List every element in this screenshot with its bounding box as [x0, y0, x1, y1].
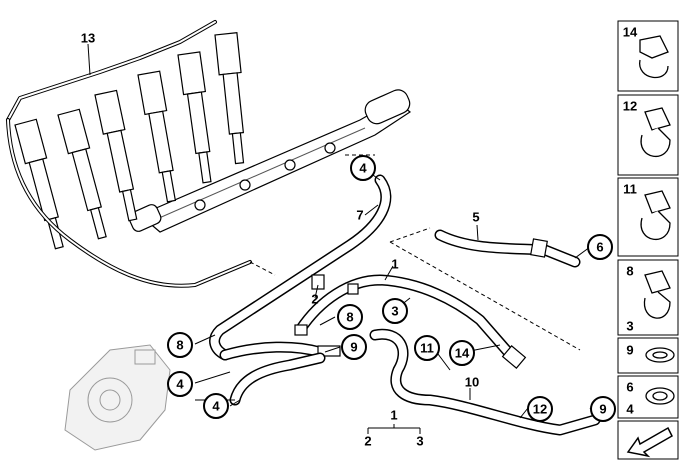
svg-text:8: 8 [346, 310, 353, 325]
callout-12[interactable]: 12 [527, 396, 553, 422]
assembly-child-b-label: 3 [416, 434, 423, 449]
hose-clip-icon [640, 107, 671, 157]
reference-line [389, 227, 431, 243]
callout-2[interactable]: 2 [311, 292, 318, 307]
feed-line-1 [294, 274, 527, 369]
hose-4 [229, 352, 326, 406]
callout-4-bottom[interactable]: 4 [203, 393, 229, 419]
svg-text:14: 14 [455, 346, 470, 361]
injectors [14, 32, 245, 250]
callout-10[interactable]: 10 [465, 375, 479, 390]
callout-13[interactable]: 13 [81, 31, 95, 46]
svg-text:8: 8 [176, 338, 183, 353]
callout-8-mid[interactable]: 8 [337, 304, 363, 330]
callout-7[interactable]: 7 [356, 208, 363, 223]
connectors [294, 274, 359, 336]
callout-4-mid[interactable]: 4 [167, 371, 193, 397]
spring-clamp-icon [645, 387, 675, 405]
svg-text:9: 9 [626, 343, 633, 358]
svg-text:8: 8 [626, 264, 633, 279]
sidebar-item-12[interactable]: 12 [617, 94, 679, 176]
hose-5 [434, 229, 581, 268]
reference-line [389, 241, 581, 351]
injector [137, 70, 177, 203]
callout-6[interactable]: 6 [587, 234, 613, 260]
assembly-child-a-label: 2 [364, 434, 371, 449]
callout-8-left[interactable]: 8 [167, 332, 193, 358]
hose-7 [209, 174, 392, 361]
callout-11[interactable]: 11 [414, 335, 440, 361]
injector [214, 32, 245, 165]
hose-10 [369, 328, 601, 436]
hose-clip-icon [643, 270, 671, 319]
callout-5[interactable]: 5 [472, 210, 479, 225]
svg-text:4: 4 [626, 402, 634, 417]
sidebar: 14 12 11 8 3 [617, 20, 679, 460]
hose-clip-icon [640, 190, 671, 240]
high-pressure-pump [64, 344, 171, 451]
svg-text:4: 4 [212, 399, 220, 414]
sidebar-item-8-3[interactable]: 8 3 [617, 259, 679, 336]
injector [94, 89, 138, 222]
sidebar-item-11[interactable]: 11 [617, 177, 679, 257]
callout-9-mid[interactable]: 9 [341, 334, 367, 360]
assembly-parent-label: 1 [390, 408, 397, 423]
assembly-bracket: 1 2 3 [364, 408, 423, 449]
svg-text:3: 3 [626, 319, 633, 334]
callout-14[interactable]: 14 [449, 340, 475, 366]
svg-text:4: 4 [359, 161, 367, 176]
nav-arrow-button[interactable] [617, 420, 679, 460]
svg-text:3: 3 [391, 304, 398, 319]
svg-text:12: 12 [533, 402, 547, 417]
svg-text:9: 9 [599, 402, 606, 417]
svg-text:12: 12 [623, 99, 637, 114]
svg-text:14: 14 [623, 25, 638, 40]
arrow-icon [626, 426, 673, 458]
callout-1[interactable]: 1 [391, 257, 398, 272]
hose-clip-icon [639, 35, 669, 79]
callout-9-right[interactable]: 9 [590, 396, 616, 422]
svg-text:11: 11 [623, 182, 637, 197]
svg-text:9: 9 [350, 340, 357, 355]
injector [177, 51, 212, 184]
fuel-rail [128, 89, 412, 233]
sidebar-item-9[interactable]: 9 [617, 337, 679, 374]
injector [57, 108, 107, 240]
svg-text:11: 11 [420, 341, 434, 356]
callout-3[interactable]: 3 [382, 298, 408, 324]
sidebar-item-14[interactable]: 14 [617, 20, 679, 92]
reference-line [249, 261, 276, 276]
leak-off-line [6, 20, 252, 288]
sidebar-item-6-4[interactable]: 6 4 [617, 375, 679, 419]
svg-text:6: 6 [596, 240, 603, 255]
svg-text:4: 4 [176, 377, 184, 392]
svg-text:6: 6 [626, 380, 633, 395]
callout-4-top[interactable]: 4 [350, 155, 376, 181]
spring-clamp-icon [645, 347, 675, 363]
